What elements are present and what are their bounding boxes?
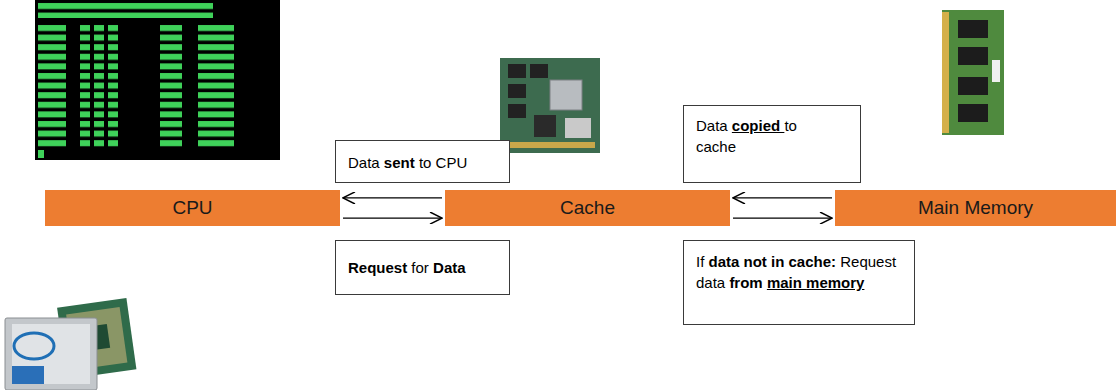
flow-arrow (733, 217, 832, 218)
ram-pcb (942, 10, 1004, 135)
component-band: Cache (445, 190, 730, 226)
board-connector (565, 118, 591, 138)
ram-photo (942, 10, 1004, 135)
callout-text: Request for Data (348, 257, 499, 278)
cpu-lid (12, 324, 90, 384)
band-label: CPU (172, 197, 212, 219)
ram-chip (958, 20, 988, 38)
cpu-badge (12, 366, 44, 384)
cpu-heatspreader (5, 318, 97, 390)
callout-text: Data copied to cache (696, 115, 815, 157)
callout-text: Data sent to CPU (348, 152, 499, 173)
terminal-lines (38, 2, 218, 18)
flow-arrow (343, 197, 442, 198)
board-chip (508, 84, 526, 98)
callout-box: If data not in cache: Request data from … (683, 240, 915, 325)
board-chip (508, 104, 526, 118)
component-band: Main Memory (835, 190, 1116, 226)
flow-arrow (343, 217, 442, 218)
board-chip (508, 64, 526, 78)
callout-box: Data sent to CPU (335, 140, 510, 183)
board-pcb (500, 58, 600, 153)
flow-arrow (733, 197, 832, 198)
callout-box: Request for Data (335, 240, 510, 295)
callout-text: If data not in cache: Request data from … (696, 251, 904, 293)
board-pins (505, 142, 595, 148)
board-chip (530, 64, 548, 78)
cpu-logo (14, 333, 54, 359)
board-heatsink (550, 80, 582, 110)
callout-box: Data copied to cache (683, 105, 861, 183)
ram-contacts (942, 12, 949, 133)
terminal-screen (35, 0, 280, 160)
ram-chip (958, 104, 988, 122)
ram-chip (958, 77, 988, 95)
ram-label (992, 60, 1000, 82)
cpu-photo (5, 298, 136, 390)
band-label: Cache (560, 197, 615, 219)
board-chip (534, 115, 556, 137)
motherboard-photo (500, 58, 600, 153)
terminal-cursor (38, 150, 44, 158)
band-label: Main Memory (918, 197, 1033, 219)
ram-chip (958, 47, 988, 65)
component-band: CPU (45, 190, 340, 226)
terminal-screenshot (35, 0, 280, 160)
terminal-lines (38, 24, 253, 148)
